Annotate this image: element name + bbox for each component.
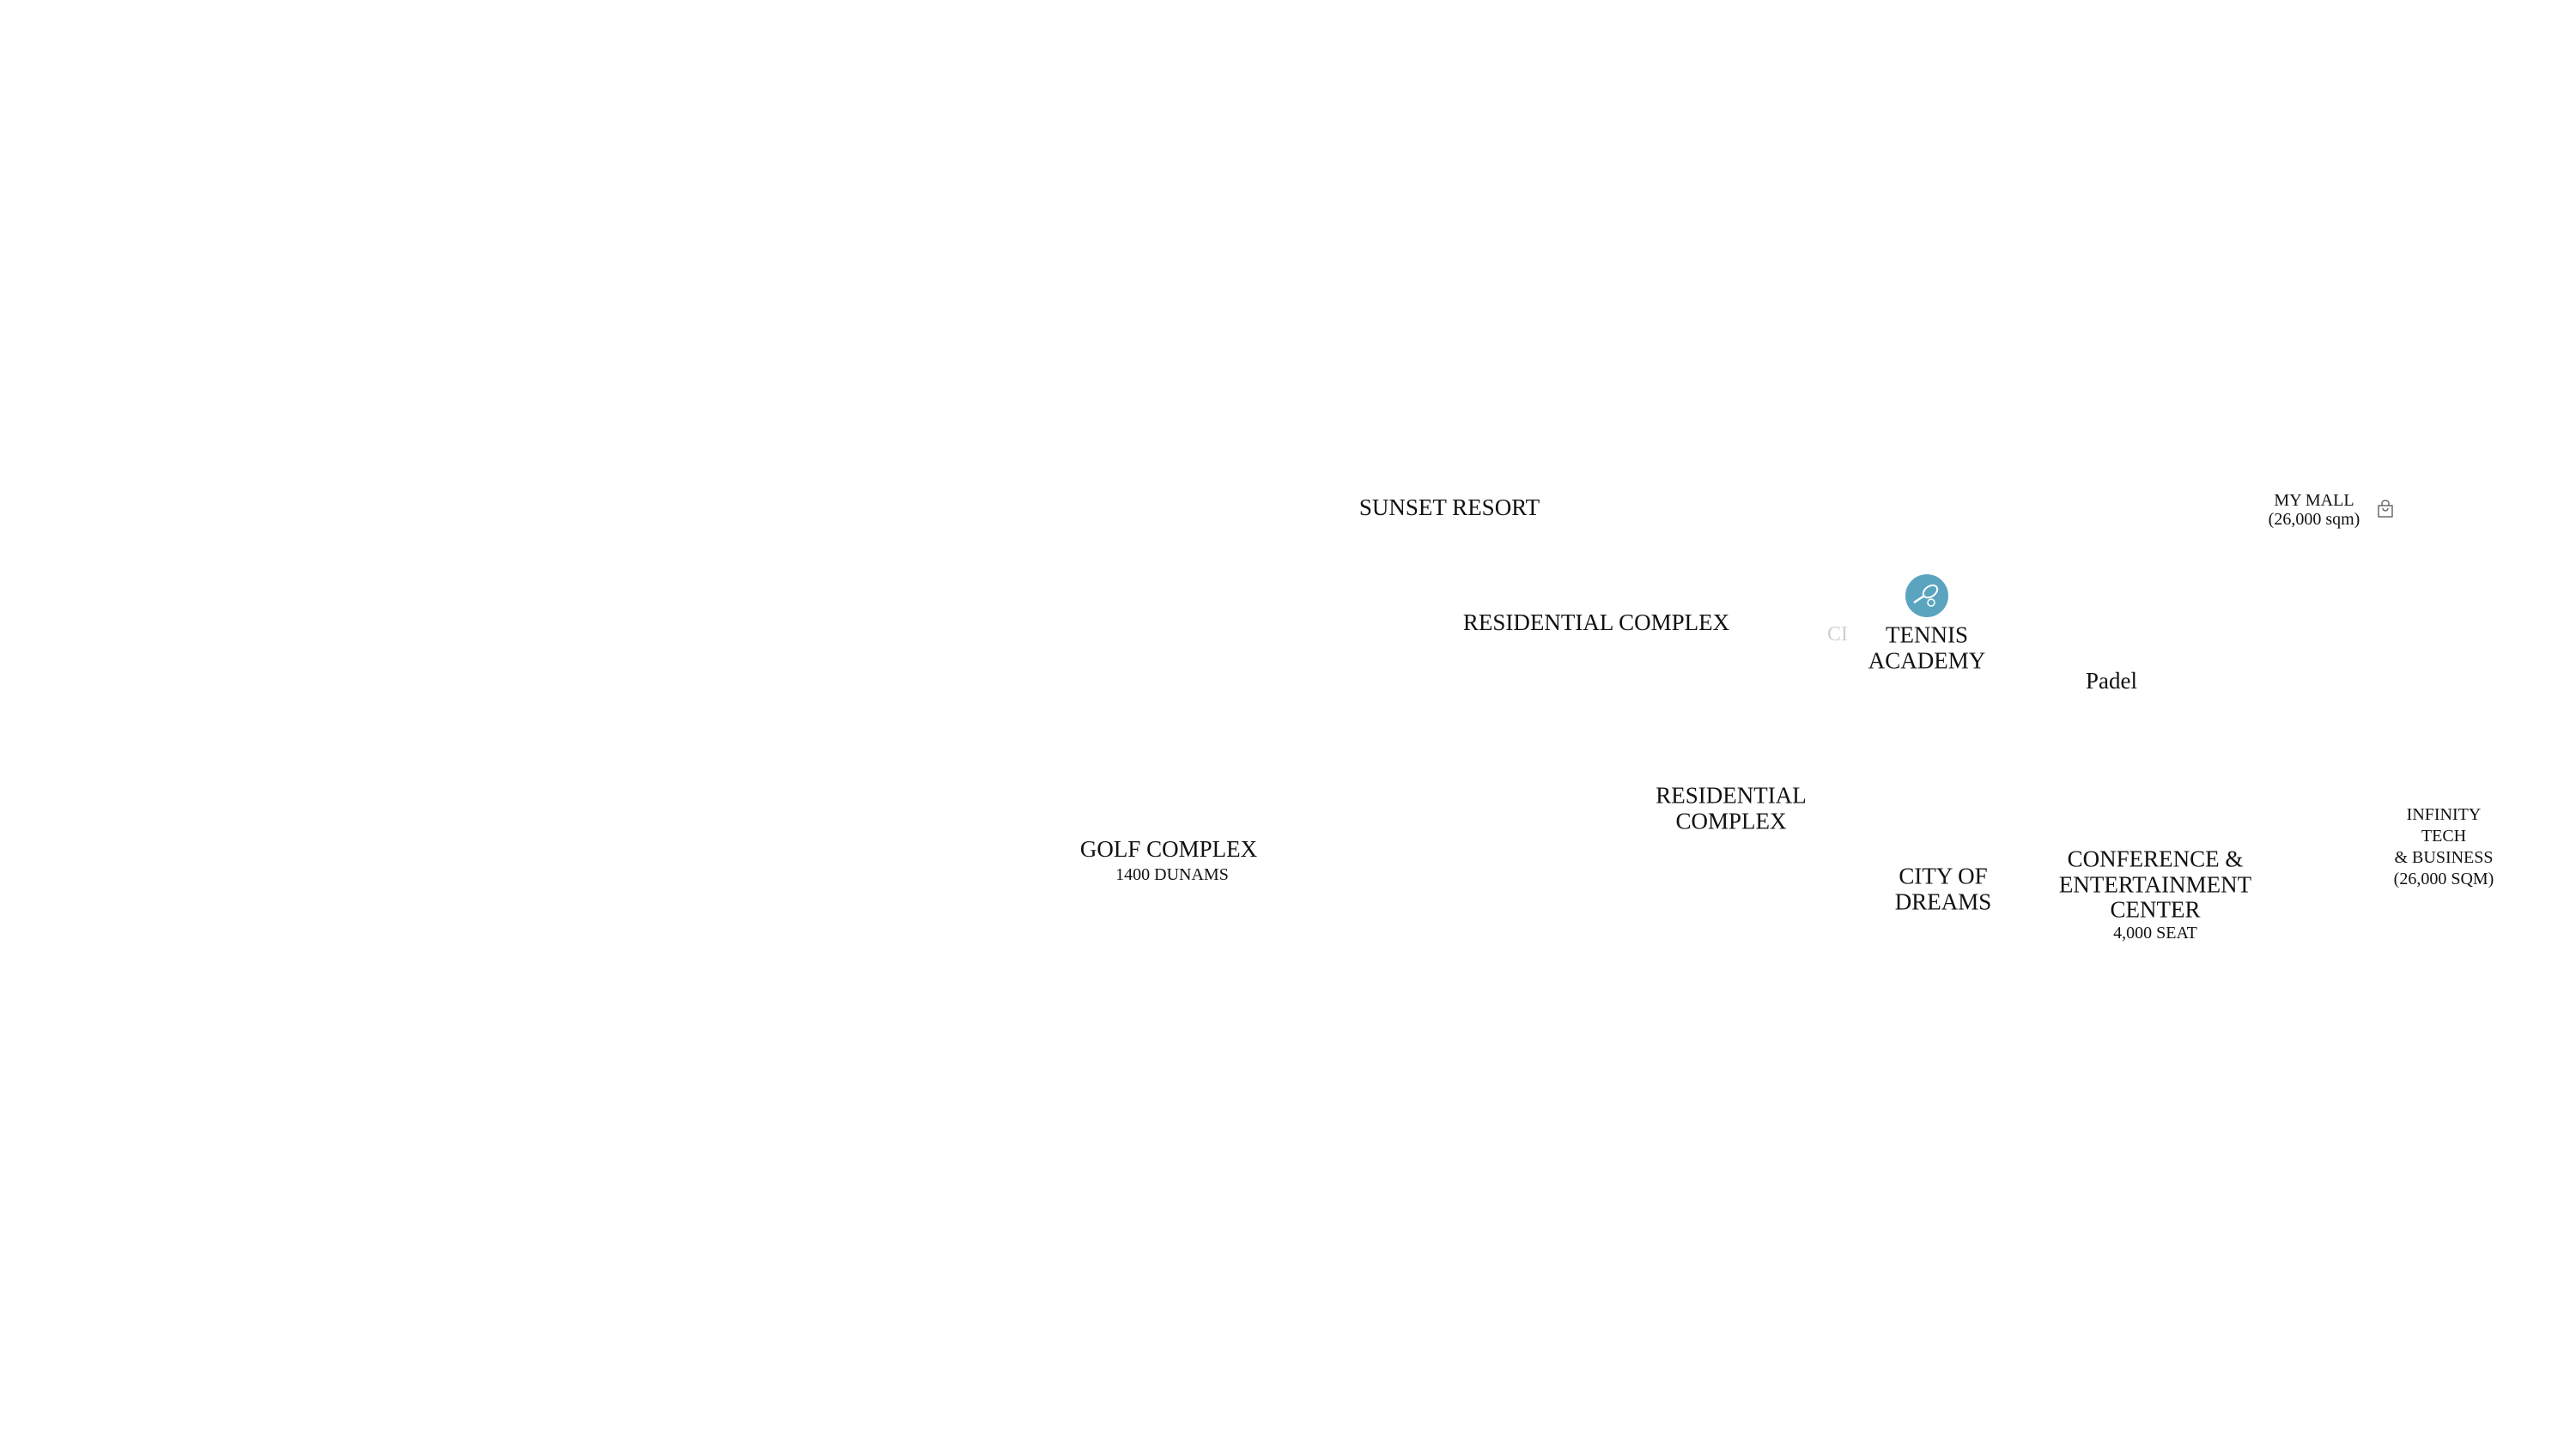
label-line: RESIDENTIAL	[1656, 782, 1807, 809]
label-line: (26,000 sqm)	[2268, 510, 2360, 529]
label-residential-complex-1: RESIDENTIAL COMPLEX	[1462, 609, 1730, 636]
label-line: ACADEMY	[1868, 647, 1986, 673]
label-line: DREAMS	[1894, 888, 1992, 914]
label-line: TECH	[2421, 827, 2467, 846]
label-line: CENTER	[2110, 896, 2201, 923]
shopping-bag-icon[interactable]	[2377, 500, 2394, 518]
label-golf-complex: GOLF COMPLEX	[1079, 836, 1258, 863]
label-golf-area: 1400 DUNAMS	[1115, 865, 1229, 884]
label-infinity-tech: INFINITY TECH & BUSINESS (26,000 SQM)	[2394, 804, 2494, 890]
label-line: & BUSINESS	[2394, 848, 2494, 867]
label-line: TENNIS	[1885, 621, 1968, 648]
label-conference-seats: 4,000 SEAT	[2113, 924, 2197, 943]
label-line: COMPLEX	[1675, 808, 1787, 834]
label-line: MY MALL	[2274, 491, 2354, 510]
tennis-racket-icon[interactable]	[1905, 574, 1948, 617]
label-my-mall: MY MALL (26,000 sqm)	[2269, 491, 2360, 529]
label-line: CITY OF	[1899, 863, 1988, 889]
label-sunset-resort: SUNSET RESORT	[1358, 494, 1540, 521]
label-line: CONFERENCE &	[2067, 846, 2244, 872]
label-conference-center: CONFERENCE & ENTERTAINMENT CENTER	[2059, 846, 2251, 923]
label-city-of-dreams: CITY OF DREAMS	[1895, 864, 1992, 914]
label-line: ENTERTAINMENT	[2058, 871, 2252, 898]
label-padel: Padel	[2086, 668, 2137, 694]
label-line: (26,000 SQM)	[2393, 870, 2494, 888]
label-tennis-academy: TENNIS ACADEMY	[1868, 622, 1986, 673]
label-residential-complex-2: RESIDENTIAL COMPLEX	[1656, 783, 1806, 834]
label-line: INFINITY	[2406, 805, 2482, 824]
label-faded-text: CI	[1827, 623, 1848, 646]
